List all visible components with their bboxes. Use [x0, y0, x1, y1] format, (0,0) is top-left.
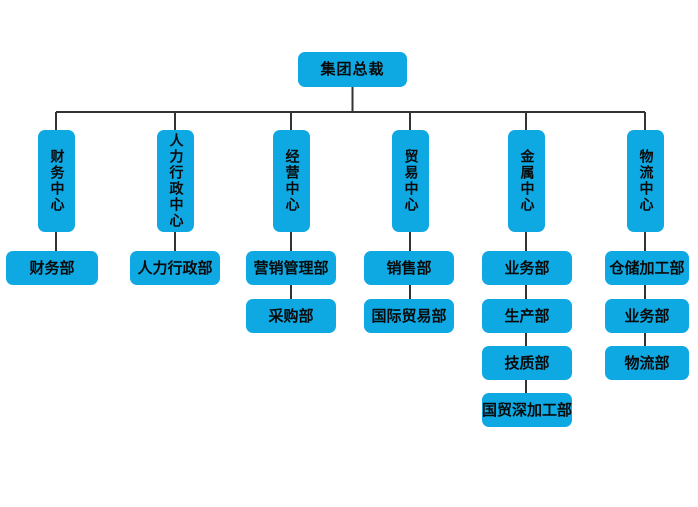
node-sales-dept: 销售部	[364, 251, 454, 285]
node-metals-center: 金属中心	[508, 130, 545, 232]
node-finance-dept: 财务部	[6, 251, 98, 285]
node-hr-admin-center: 人力行政中心	[157, 130, 194, 232]
node-trade-center: 贸易中心	[392, 130, 429, 232]
node-production-dept: 生产部	[482, 299, 572, 333]
node-warehousing-processing-dept: 仓储加工部	[605, 251, 689, 285]
node-business-dept-metals: 业务部	[482, 251, 572, 285]
node-hr-admin-dept: 人力行政部	[130, 251, 220, 285]
node-marketing-mgmt-dept: 营销管理部	[246, 251, 336, 285]
node-business-dept-logistics: 业务部	[605, 299, 689, 333]
node-purchasing-dept: 采购部	[246, 299, 336, 333]
node-tech-quality-dept: 技质部	[482, 346, 572, 380]
node-operations-center: 经营中心	[273, 130, 310, 232]
node-intl-trade-deep-processing-dept: 国贸深加工部	[482, 393, 572, 427]
node-finance-center: 财务中心	[38, 130, 75, 232]
node-group-president: 集团总裁	[298, 52, 407, 87]
node-intl-trade-dept: 国际贸易部	[364, 299, 454, 333]
node-logistics-center: 物流中心	[627, 130, 664, 232]
node-logistics-dept: 物流部	[605, 346, 689, 380]
